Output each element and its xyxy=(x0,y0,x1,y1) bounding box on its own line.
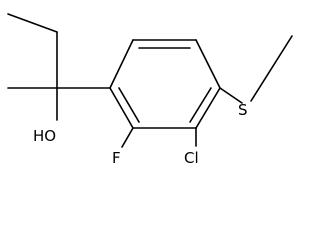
bond-ring-sulfur xyxy=(219,87,243,104)
chlorine-label: Cl xyxy=(184,149,199,167)
ring-bond-c1-c2 xyxy=(109,39,134,89)
ring-bond-c3-c4 xyxy=(195,39,221,89)
ring-double-bond-left xyxy=(118,87,140,123)
bond-ring-fluorine xyxy=(121,127,134,148)
ring-bond-c4-c5 xyxy=(195,87,221,129)
bond-sulfur-methyl xyxy=(250,35,293,102)
fluorine-label: F xyxy=(112,149,121,167)
bond-lines xyxy=(7,13,293,148)
ring-double-bond-right xyxy=(189,87,212,123)
bond-ch3-ch2 xyxy=(7,13,58,33)
ring-bond-c6-c1 xyxy=(109,87,134,129)
hydroxyl-label: HO xyxy=(33,127,56,145)
chemical-structure-drawing: HO F Cl S xyxy=(7,13,293,167)
sulfur-label: S xyxy=(238,101,248,119)
structure-canvas: HO F Cl S xyxy=(7,13,293,167)
